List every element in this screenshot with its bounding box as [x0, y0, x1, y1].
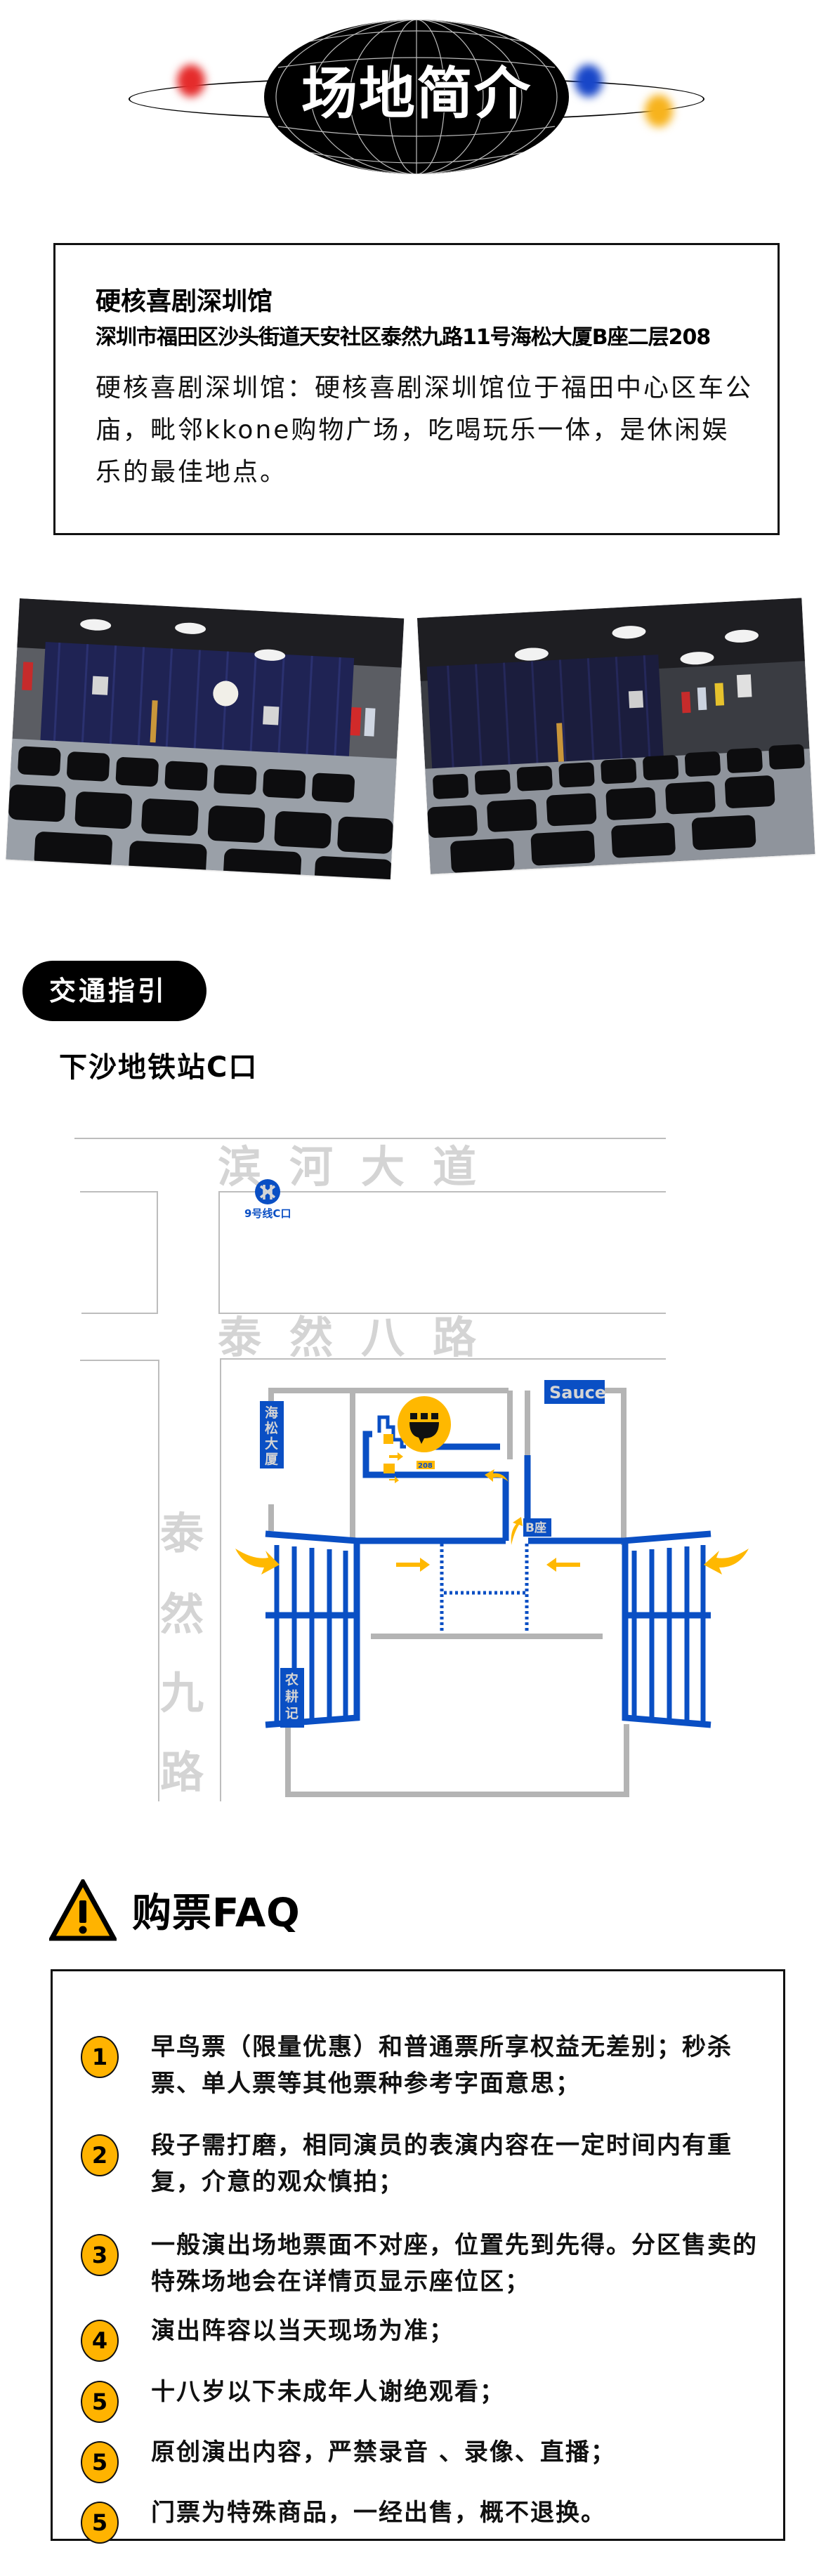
road-name-tairan-8: 泰然八路 [218, 1312, 504, 1363]
road-name-tairan-9-2: 然 [160, 1589, 204, 1640]
svg-text:农: 农 [284, 1671, 299, 1688]
elevator-icon [383, 1464, 395, 1473]
faq-number-badge: 3 [81, 2234, 119, 2276]
faq-card: 1 早鸟票（限量优惠）和普通票所享权益无差别；秒杀票、单人票等其他票种参考字面意… [51, 1969, 785, 2544]
svg-text:耕: 耕 [285, 1688, 299, 1704]
svg-text:记: 记 [285, 1706, 299, 1721]
faq-text: 早鸟票（限量优惠）和普通票所享权益无差别；秒杀票、单人票等其他票种参考字面意思； [151, 2033, 733, 2098]
faq-text: 十八岁以下未成年人谢绝观看； [151, 2378, 505, 2406]
road-name-tairan-9-3: 九 [160, 1667, 204, 1719]
venue-map: 滨河大道 泰然八路 泰 然 九 路 9号线C口 [0, 1110, 833, 1812]
faq-number-badge: 1 [81, 2036, 119, 2078]
blue-orb-decoration [575, 65, 603, 97]
faq-text: 门票为特殊商品，一经出售，概不退换。 [151, 2499, 606, 2527]
faq-number-badge: 5 [81, 2441, 119, 2483]
svg-text:海: 海 [265, 1405, 278, 1421]
venue-photo-2 [417, 598, 815, 874]
sauce-label-bg [544, 1380, 605, 1404]
comedy-club-logo-icon [398, 1396, 451, 1452]
faq-number-badge: 4 [81, 2320, 119, 2362]
faq-number-badge: 5 [81, 2381, 119, 2423]
svg-text:松: 松 [265, 1420, 278, 1436]
faq-number-badge: 5 [81, 2502, 119, 2544]
venue-address: 深圳市福田区沙头街道天安社区泰然九路11号海松大厦B座二层208 [96, 325, 711, 350]
shop-label-sauce: Sauce [549, 1383, 606, 1402]
block-b-label: B座 [525, 1520, 546, 1535]
venue-info-card: 硬核喜剧深圳馆 深圳市福田区沙头街道天安社区泰然九路11号海松大厦B座二层208… [53, 243, 780, 535]
faq-text: 原创演出内容，严禁录音 、录像、直播； [151, 2438, 616, 2466]
road-name-tairan-9-1: 泰 [160, 1508, 204, 1559]
globe-icon [264, 20, 569, 174]
metro-exit-map-label: 9号线C口 [244, 1207, 291, 1220]
direction-arrow-icons [235, 1452, 749, 1575]
svg-text:大: 大 [265, 1435, 278, 1452]
room-number-label: 208 [418, 1462, 433, 1470]
toilet-icon [383, 1434, 393, 1444]
venue-photo-1 [6, 598, 405, 880]
svg-text:厦: 厦 [265, 1452, 279, 1467]
venue-description: 硬核喜剧深圳馆：硬核喜剧深圳馆位于福田中心区车公庙，毗邻kkone购物广场，吃喝… [96, 374, 754, 487]
venue-name: 硬核喜剧深圳馆 [96, 287, 273, 316]
traffic-guide-badge: 交通指引 [22, 961, 206, 1021]
faq-text: 一般演出场地票面不对座，位置先到先得。分区售卖的特殊场地会在详情页显示座位区； [151, 2231, 758, 2296]
section-header: 场地简介 [0, 0, 833, 211]
metro-icon [255, 1179, 280, 1204]
faq-text: 演出阵容以当天现场为准； [151, 2317, 454, 2345]
road-name-tairan-9-4: 路 [160, 1747, 204, 1798]
faq-title: 购票FAQ [132, 1891, 301, 1936]
warning-icon [48, 1877, 118, 1941]
page-title: 场地简介 [301, 60, 532, 127]
metro-exit-label: 下沙地铁站C口 [59, 1051, 258, 1084]
yellow-orb-decoration [645, 95, 673, 127]
faq-text: 段子需打磨，相同演员的表演内容在一定时间内有重复，介意的观众慎拍； [151, 2131, 733, 2196]
faq-number-badge: 2 [81, 2134, 119, 2176]
red-orb-decoration [177, 65, 205, 97]
